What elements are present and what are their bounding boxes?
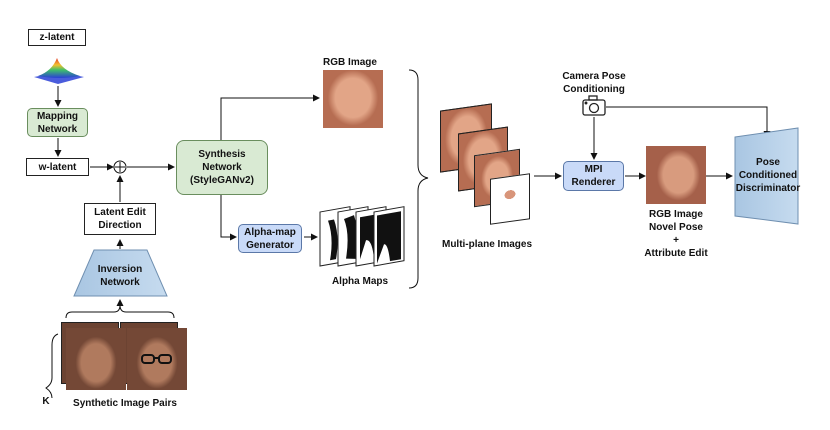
rgb-novel-line1: RGB Image bbox=[649, 209, 703, 220]
mpi-renderer-line2: Renderer bbox=[571, 177, 616, 188]
inversion-line2: Network bbox=[100, 277, 140, 288]
multi-plane-images-label: Multi-plane Images bbox=[441, 239, 532, 250]
alpha-maps-label: Alpha Maps bbox=[331, 276, 389, 287]
rgb-image bbox=[323, 70, 383, 128]
disc-line3: Discriminator bbox=[735, 183, 801, 194]
synthesis-line3: (StyleGANv2) bbox=[190, 175, 254, 186]
inversion-line1: Inversion bbox=[97, 264, 143, 275]
disc-line2: Conditioned bbox=[738, 170, 798, 181]
latent-edit-line1: Latent Edit bbox=[94, 207, 146, 218]
alpha-gen-line2: Generator bbox=[246, 239, 294, 251]
source-face-image bbox=[66, 328, 126, 390]
latent-edit-line2: Direction bbox=[98, 220, 142, 231]
camera-pose-line2: Conditioning bbox=[563, 84, 625, 95]
pairs-brace bbox=[65, 304, 175, 319]
k-label: K bbox=[42, 396, 50, 407]
disc-line1: Pose bbox=[756, 157, 780, 168]
k-brace bbox=[45, 333, 59, 399]
inversion-network-shape bbox=[73, 249, 168, 297]
mpi-renderer-line1: MPI bbox=[584, 164, 603, 175]
camera-icon bbox=[582, 95, 606, 116]
synthesis-line1: Synthesis bbox=[198, 149, 246, 160]
sum-node bbox=[113, 160, 127, 174]
z-latent-box: z-latent bbox=[28, 29, 86, 46]
synthetic-image-pairs-label: Synthetic Image Pairs bbox=[73, 398, 177, 409]
alpha-gen-line1: Alpha-map bbox=[244, 226, 296, 238]
rgb-image-label: RGB Image bbox=[323, 57, 377, 68]
gaussian-surface-icon bbox=[34, 58, 84, 84]
discriminator-shape bbox=[734, 127, 799, 225]
camera-pose-line1: Camera Pose bbox=[562, 71, 626, 82]
glasses-icon bbox=[141, 354, 172, 364]
mpi-renderer-box: MPI Renderer bbox=[563, 161, 624, 191]
rgb-novel-line3: + bbox=[673, 235, 679, 246]
w-latent-box: w-latent bbox=[26, 158, 89, 176]
rgb-novel-pose-image bbox=[646, 146, 706, 204]
alpha-maps-stack bbox=[319, 206, 405, 267]
mpi-layer-4 bbox=[490, 173, 530, 225]
rgb-novel-line2: Novel Pose bbox=[649, 222, 703, 233]
merge-brace bbox=[408, 69, 429, 289]
arrow-synthesis-to-rgb bbox=[220, 94, 320, 140]
mapping-network-line2: Network bbox=[37, 123, 78, 135]
arrow-synthesis-to-alpha bbox=[220, 195, 237, 241]
rgb-novel-line4: Attribute Edit bbox=[644, 248, 708, 259]
edited-face-image bbox=[127, 328, 187, 390]
mapping-network-line1: Mapping bbox=[36, 110, 79, 122]
synthesis-line2: Network bbox=[202, 162, 242, 173]
arrow-camera-to-discriminator bbox=[606, 106, 771, 138]
